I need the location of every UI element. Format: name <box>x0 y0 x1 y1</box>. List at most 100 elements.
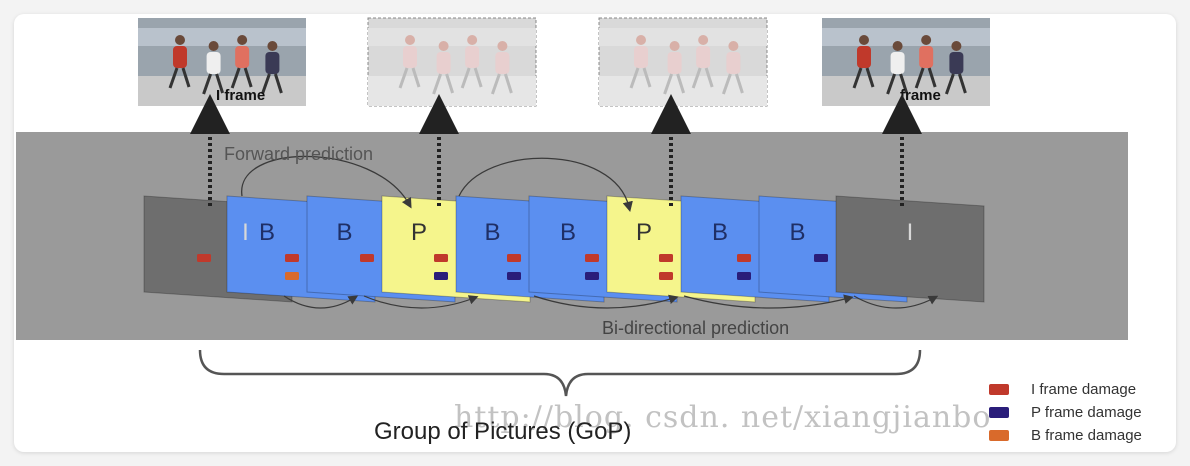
skater-leg-b-3-1 <box>899 73 909 94</box>
skater-head-2-3 <box>728 41 739 51</box>
skater-body-1-3 <box>495 52 510 74</box>
skater-leg-b-0-3 <box>273 73 283 94</box>
bi-curve-4 <box>853 295 939 309</box>
frame-label-6: P <box>636 219 652 246</box>
forward-curve-2 <box>458 157 633 213</box>
frame-label-3: P <box>411 219 427 246</box>
skater-leg-b-2-1 <box>676 73 686 94</box>
skater-leg-a-2-0 <box>629 67 640 89</box>
frame-label-9: I <box>907 219 914 246</box>
damage-mark-6-0 <box>659 254 673 262</box>
skater-leg-b-1-1 <box>445 73 455 94</box>
skater-leg-a-0-2 <box>230 67 241 89</box>
skater-head-1-3 <box>497 41 508 51</box>
skater-body-0-1 <box>206 52 221 74</box>
skater-head-1-0 <box>405 35 415 45</box>
skater-body-3-3 <box>949 52 964 74</box>
frame-label-7: B <box>712 219 728 246</box>
skater-leg-b-0-0 <box>181 67 191 88</box>
skater-body-1-0 <box>403 46 417 68</box>
bidirectional-prediction-label: Bi-directional prediction <box>602 318 789 338</box>
skater-head-0-3 <box>267 41 278 51</box>
skater-body-3-1 <box>890 52 905 74</box>
thumbnail-caption-3: frame <box>900 87 941 104</box>
skater-head-2-2 <box>698 35 709 45</box>
damage-mark-0-0 <box>197 254 211 262</box>
legend: I frame damage P frame damage B frame da… <box>989 378 1142 447</box>
skater-leg-b-3-2 <box>927 67 937 88</box>
legend-item-i: I frame damage <box>989 378 1142 401</box>
skater-leg-a-0-3 <box>260 73 271 95</box>
skater-head-0-0 <box>175 35 185 45</box>
skater-body-2-0 <box>634 46 648 68</box>
skater-leg-b-1-3 <box>503 73 513 94</box>
skater-leg-a-3-1 <box>886 73 897 95</box>
skater-leg-a-1-3 <box>490 73 501 95</box>
damage-mark-3-0 <box>434 254 448 262</box>
frame-label-0: I <box>242 219 249 246</box>
skater-leg-a-3-0 <box>852 67 863 89</box>
skater-head-3-1 <box>892 41 903 51</box>
bi-curve-0 <box>283 295 359 309</box>
forward-prediction-label: Forward prediction <box>224 144 373 164</box>
skater-leg-b-0-1 <box>215 73 225 94</box>
thumbnail-board-3 <box>822 28 990 46</box>
frame-9 <box>835 195 985 303</box>
skater-body-1-1 <box>436 52 451 74</box>
frame-label-2: B <box>336 219 352 246</box>
skater-leg-a-1-0 <box>398 67 409 89</box>
skater-head-3-0 <box>859 35 869 45</box>
skater-body-1-2 <box>465 46 480 68</box>
skater-leg-a-2-1 <box>663 73 674 95</box>
frame-label-5: B <box>560 219 576 246</box>
skater-leg-b-0-2 <box>243 67 253 88</box>
damage-mark-5-1 <box>585 272 599 280</box>
skater-leg-a-2-2 <box>691 67 702 89</box>
legend-item-b: B frame damage <box>989 424 1142 447</box>
thumbnail-board-1 <box>368 28 536 46</box>
skater-body-3-2 <box>919 46 934 68</box>
skater-body-0-2 <box>235 46 250 68</box>
skater-head-1-2 <box>467 35 478 45</box>
skater-head-2-1 <box>669 41 680 51</box>
damage-mark-3-1 <box>434 272 448 280</box>
legend-label-i: I frame damage <box>1031 381 1137 398</box>
skater-leg-b-2-0 <box>642 67 652 88</box>
bi-curve-1 <box>363 295 479 309</box>
skater-head-0-1 <box>208 41 219 51</box>
skater-head-1-1 <box>438 41 449 51</box>
bi-curve-2 <box>533 294 679 309</box>
skater-leg-a-1-1 <box>432 73 443 95</box>
damage-mark-8-0 <box>814 254 828 262</box>
legend-item-p: P frame damage <box>989 401 1142 424</box>
skater-body-0-0 <box>173 46 187 68</box>
skater-head-3-2 <box>921 35 932 45</box>
gop-brace <box>198 349 922 397</box>
damage-mark-1-0 <box>285 254 299 262</box>
skater-body-0-3 <box>265 52 280 74</box>
watermark-text: http://blog. csdn. net/xiangjianbo <box>454 400 992 435</box>
thumbnail-board-2 <box>599 28 767 46</box>
legend-swatch-p <box>989 407 1009 418</box>
damage-mark-4-0 <box>507 254 521 262</box>
skater-head-0-2 <box>237 35 248 45</box>
legend-label-p: P frame damage <box>1031 404 1142 421</box>
forward-curve-1 <box>241 155 412 209</box>
frame-label-8: B <box>789 219 805 246</box>
damage-mark-6-1 <box>659 272 673 280</box>
thumbnail-caption-0: I frame <box>216 87 265 104</box>
damage-mark-5-0 <box>585 254 599 262</box>
thumbnail-board-0 <box>138 28 306 46</box>
gop-label: Group of Pictures (GoP) <box>374 418 632 445</box>
skater-leg-a-2-3 <box>721 73 732 95</box>
skater-leg-b-3-0 <box>865 67 875 88</box>
skater-leg-b-2-2 <box>704 67 714 88</box>
skater-leg-a-0-0 <box>168 67 179 89</box>
skater-leg-a-3-3 <box>944 73 955 95</box>
skater-head-2-0 <box>636 35 646 45</box>
damage-mark-7-1 <box>737 272 751 280</box>
skater-leg-b-1-0 <box>411 67 421 88</box>
skater-head-3-3 <box>951 41 962 51</box>
